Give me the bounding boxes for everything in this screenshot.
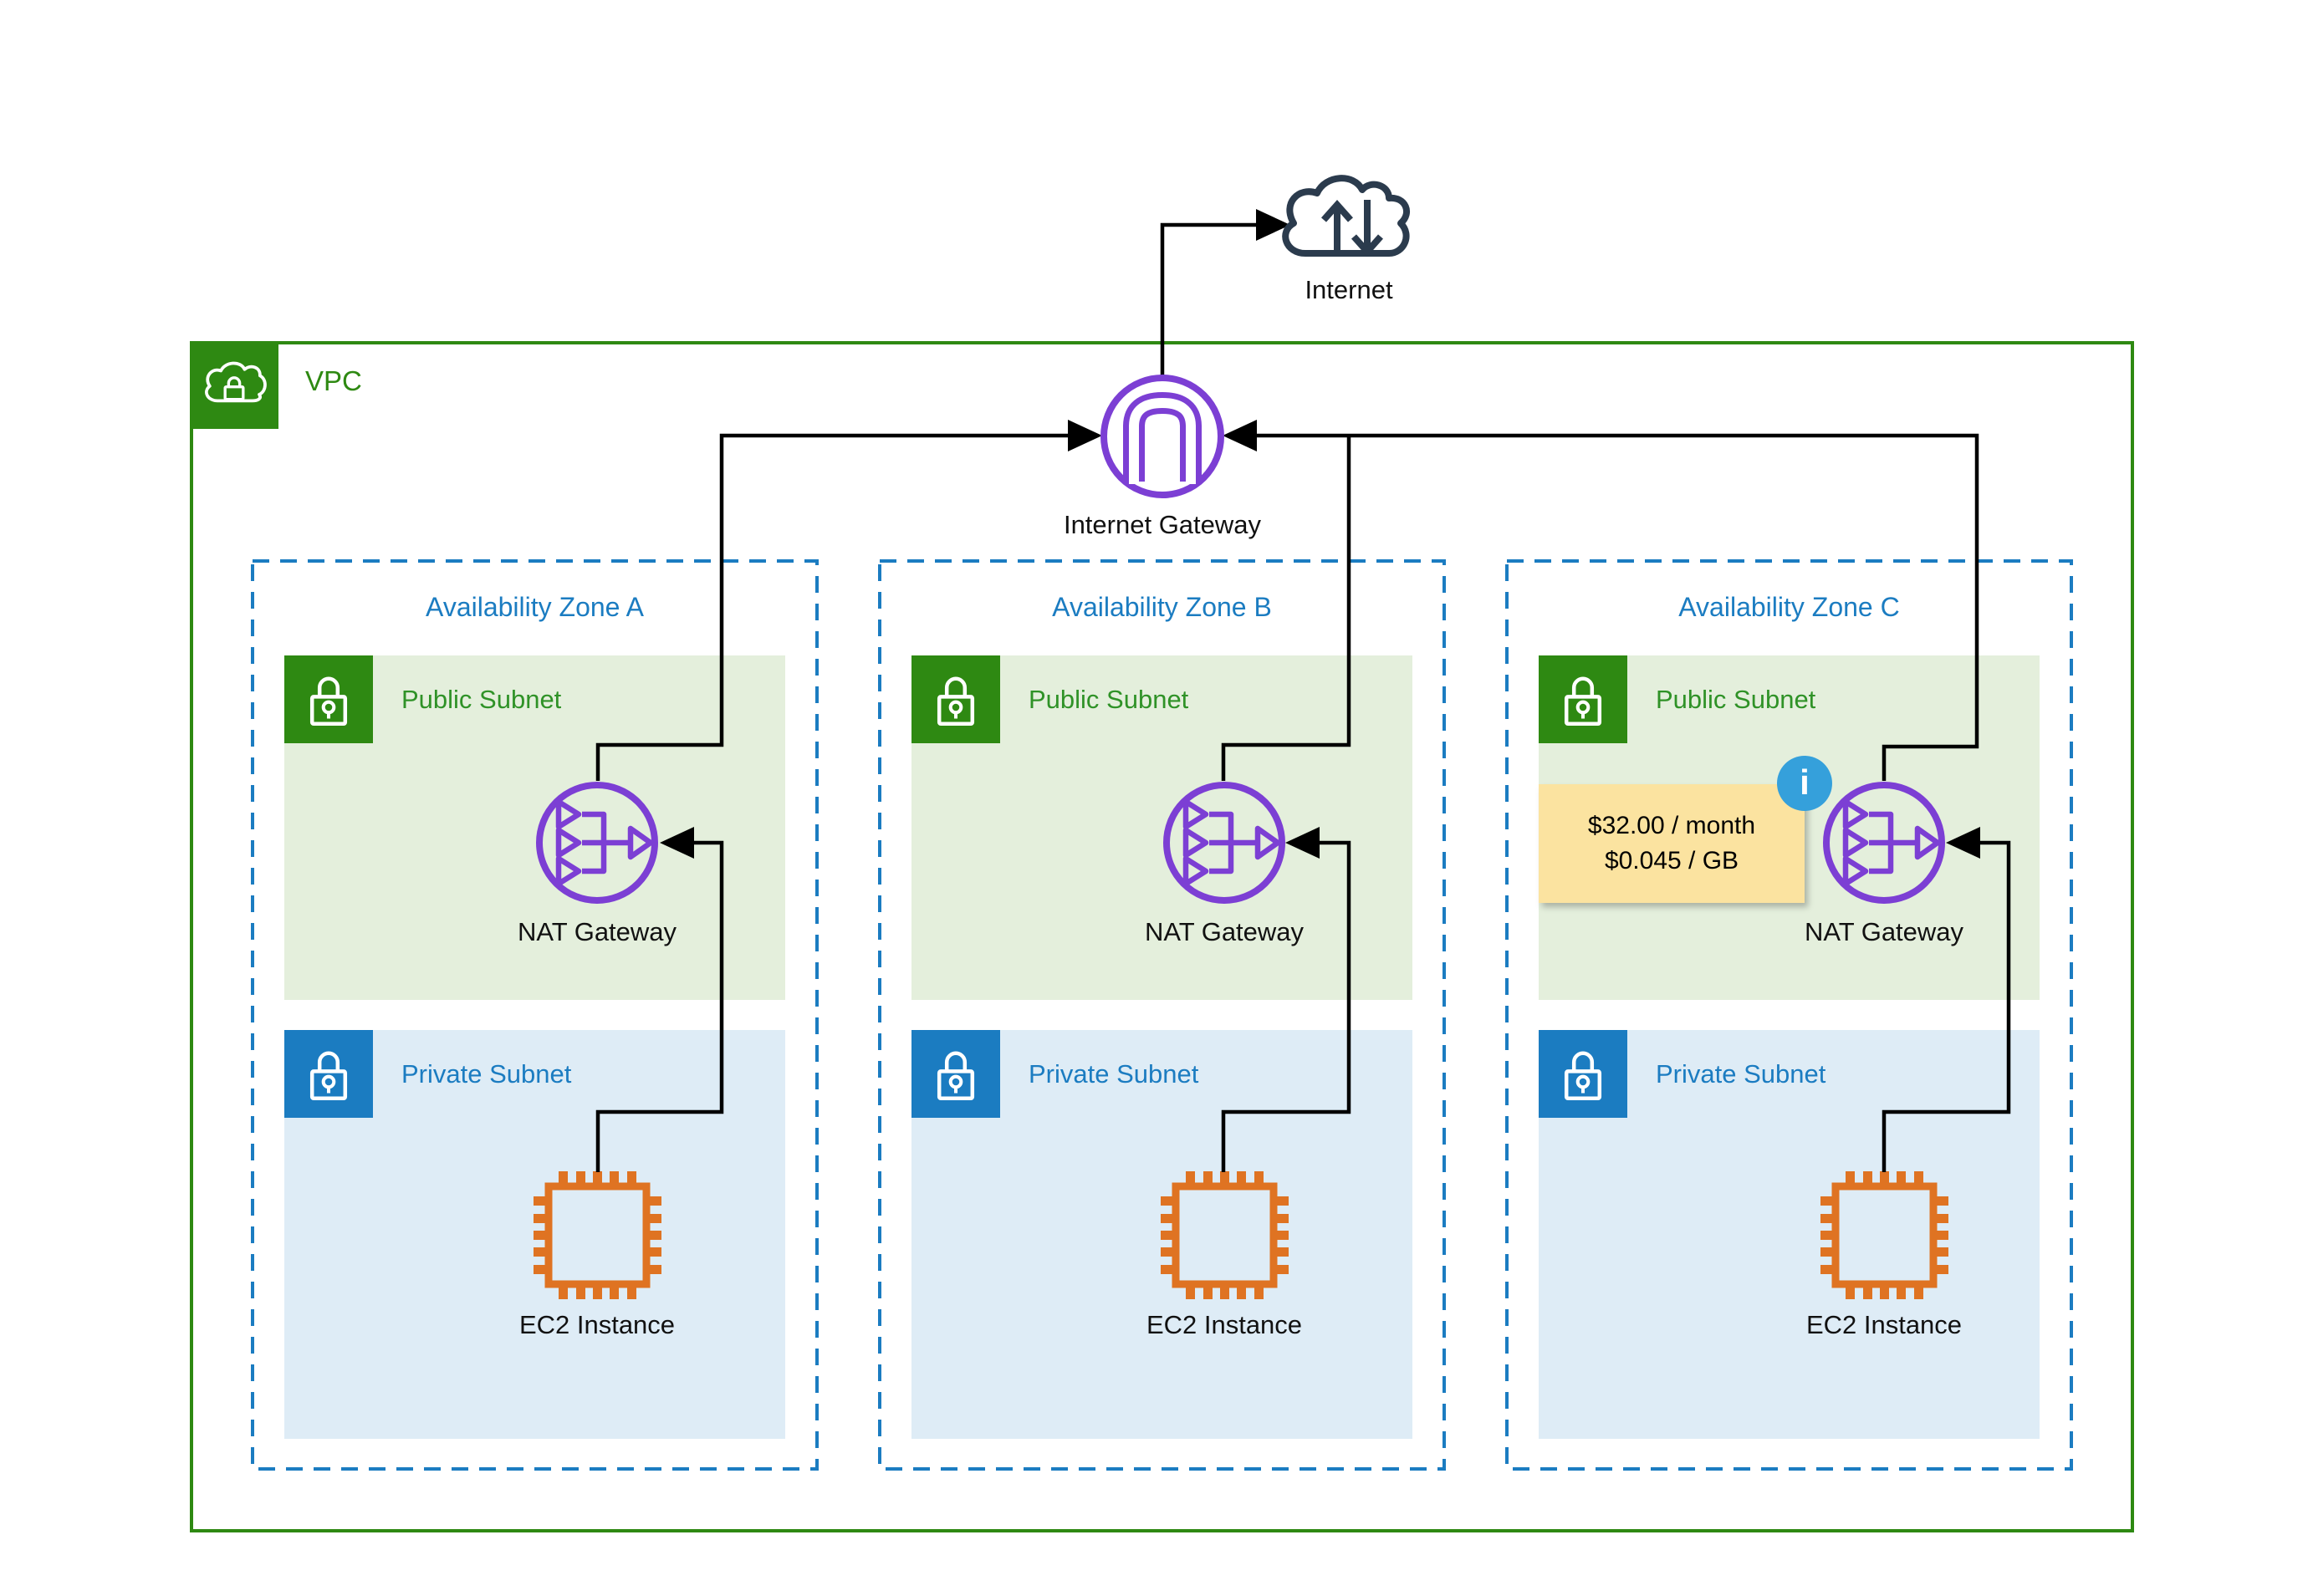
connector-nat-b-to-igw bbox=[1221, 437, 1351, 781]
arrowhead-nat-a bbox=[660, 827, 694, 859]
private-subnet-badge bbox=[284, 1030, 373, 1118]
public-subnet-label: Public Subnet bbox=[1029, 685, 1189, 714]
private-subnet-label: Private Subnet bbox=[401, 1059, 572, 1089]
availability-zone-b: Availability Zone B Public Subnet Privat… bbox=[880, 561, 1444, 1469]
arrowhead-igw-left bbox=[1068, 420, 1102, 451]
private-subnet-badge bbox=[911, 1030, 1000, 1118]
public-subnet-badge bbox=[284, 655, 373, 743]
internet-cloud-icon bbox=[1274, 167, 1424, 276]
az-title: Availability Zone C bbox=[1678, 592, 1900, 622]
private-subnet-label: Private Subnet bbox=[1656, 1059, 1826, 1089]
availability-zone-a: Availability Zone A Public Subnet Privat… bbox=[253, 561, 817, 1469]
public-subnet-badge bbox=[1539, 655, 1627, 743]
public-subnet-badge bbox=[911, 655, 1000, 743]
connector-ec2-c-to-nat bbox=[1882, 840, 2011, 1172]
private-subnet: Private Subnet bbox=[1539, 1030, 2040, 1439]
public-subnet-label: Public Subnet bbox=[401, 685, 562, 714]
public-subnet: Public Subnet bbox=[284, 655, 785, 1000]
cost-note-line-2: $0.045 / GB bbox=[1604, 847, 1739, 874]
arrowhead-internet bbox=[1256, 209, 1290, 241]
connector-nat-a-to-igw bbox=[595, 433, 1070, 781]
cost-note: $32.00 / month $0.045 / GB bbox=[1539, 784, 1805, 903]
ec2-label: EC2 Instance bbox=[1805, 1310, 1963, 1339]
cost-note-line-1: $32.00 / month bbox=[1587, 812, 1756, 839]
az-c-border bbox=[1505, 559, 2073, 1471]
public-subnet: Public Subnet bbox=[911, 655, 1412, 1000]
info-icon[interactable]: i bbox=[1777, 756, 1832, 811]
arrowhead-igw-right bbox=[1223, 420, 1257, 451]
nat-gateway-label: NAT Gateway bbox=[1144, 917, 1305, 946]
ec2-label: EC2 Instance bbox=[1146, 1310, 1303, 1339]
public-subnet-label: Public Subnet bbox=[1656, 685, 1816, 714]
internet-gateway-label: Internet Gateway bbox=[1063, 510, 1262, 539]
connector-ec2-a-to-nat bbox=[595, 840, 724, 1172]
connector-igw-to-internet bbox=[1160, 222, 1259, 376]
nat-gateway-label: NAT Gateway bbox=[517, 917, 677, 946]
internet-label: Internet bbox=[1305, 275, 1393, 304]
internet-gateway-node bbox=[1099, 373, 1226, 500]
private-subnet-badge bbox=[1539, 1030, 1627, 1118]
private-subnet-label: Private Subnet bbox=[1029, 1059, 1199, 1089]
az-a-border bbox=[251, 559, 819, 1471]
internet-node bbox=[1274, 167, 1424, 276]
az-b-border bbox=[878, 559, 1446, 1471]
arrowhead-nat-c bbox=[1946, 827, 1980, 859]
vpc-label: VPC bbox=[305, 365, 362, 396]
connector-nat-c-to-igw bbox=[1255, 433, 1979, 781]
az-title: Availability Zone B bbox=[1052, 592, 1272, 622]
az-title: Availability Zone A bbox=[426, 592, 644, 622]
nat-gateway-label: NAT Gateway bbox=[1804, 917, 1964, 946]
ec2-label: EC2 Instance bbox=[518, 1310, 676, 1339]
internet-gateway-icon bbox=[1099, 373, 1226, 500]
arrowhead-nat-b bbox=[1285, 827, 1320, 859]
connector-ec2-b-to-nat bbox=[1221, 840, 1351, 1172]
vpc-badge bbox=[190, 341, 278, 429]
